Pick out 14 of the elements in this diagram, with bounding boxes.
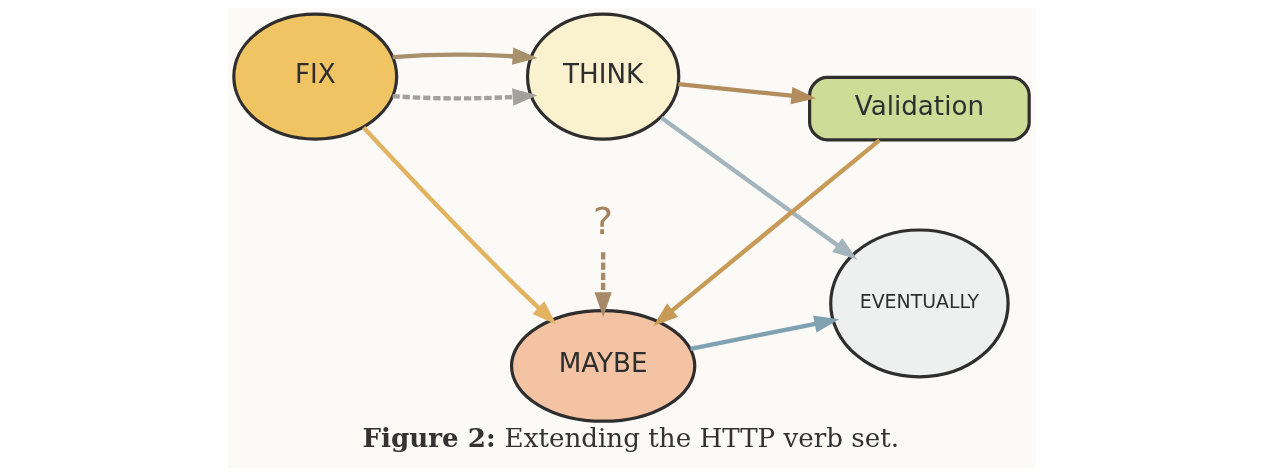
node-text: ?: [592, 199, 613, 244]
arrow: [689, 315, 839, 351]
arrow: [659, 115, 857, 260]
arrow: [392, 47, 537, 65]
node-box: Validation: [807, 75, 1031, 142]
arrow: [652, 138, 881, 326]
node-ellipse: MAYBE: [509, 309, 696, 423]
arrow: [677, 82, 816, 105]
arrow: [392, 88, 537, 106]
node-ellipse: FIX: [231, 12, 398, 141]
arrow: [593, 252, 612, 317]
arrow: [361, 126, 556, 325]
node-ellipse: THINK: [525, 12, 680, 141]
caption: Figure 2: Extending the HTTP verb set.: [362, 421, 899, 453]
